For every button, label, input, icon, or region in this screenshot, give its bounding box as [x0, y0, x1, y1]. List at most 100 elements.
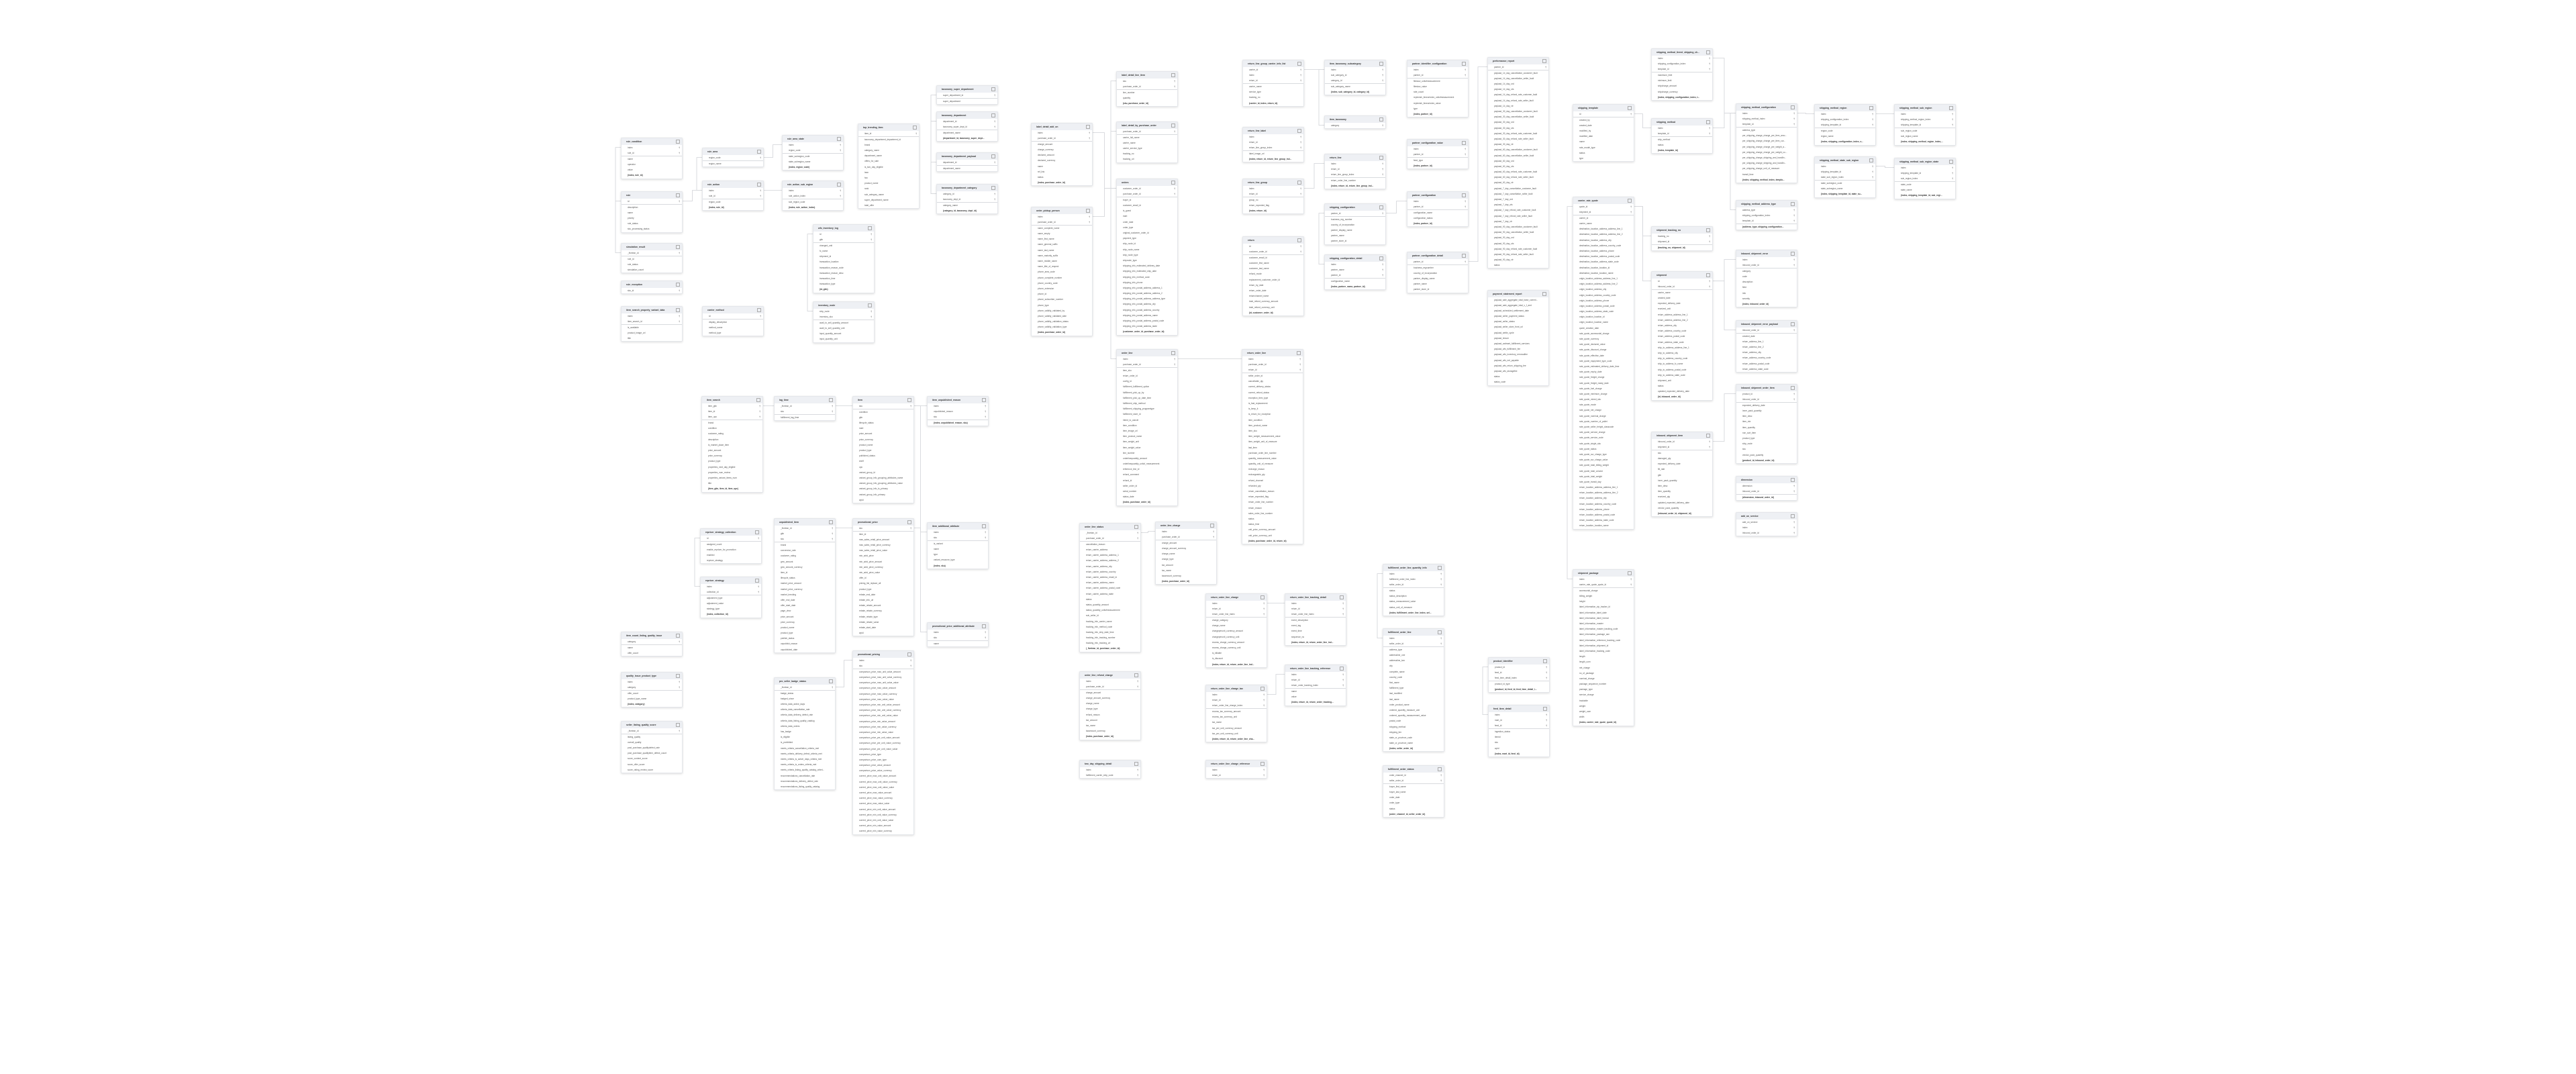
column-row[interactable]: rule_id† [622, 150, 682, 156]
column-row[interactable]: sub_seller_id [1080, 613, 1140, 618]
column-row[interactable]: rate_quote_discount_charge [1573, 347, 1634, 352]
column-row[interactable]: status_quantity_amount [1080, 602, 1140, 607]
column-row[interactable]: index† [622, 145, 682, 150]
column-row[interactable]: wpid [1489, 746, 1549, 751]
column-row[interactable]: payload_60_day_ord [1488, 158, 1548, 164]
column-row[interactable]: partner_id† [1407, 72, 1468, 78]
column-row[interactable]: name_last_name [1032, 248, 1092, 253]
column-row[interactable]: super_department_id† [937, 93, 997, 98]
column-row[interactable]: phone_validity_validated_by [1032, 308, 1092, 313]
column-row[interactable]: listing_quality [622, 733, 682, 740]
table-header[interactable]: shipping_method_tiered_shipping_ch... [1652, 49, 1712, 56]
column-row[interactable]: carrier_rate_quote_quote_id† [1573, 582, 1634, 587]
table-header[interactable]: return_order_line_tracking_detail [1285, 594, 1346, 601]
column-row[interactable]: mart [1117, 213, 1177, 219]
column-row[interactable]: declared_amount [1032, 152, 1092, 158]
column-row[interactable]: index† [1736, 525, 1797, 530]
column-row[interactable]: name [928, 546, 988, 552]
column-row[interactable]: rate_quote_fuel_charge [1573, 386, 1634, 391]
table-header[interactable]: item_taxonomy_subcategory [1325, 60, 1385, 67]
column-row[interactable]: shipping_template_id† [1895, 170, 1955, 176]
column-row[interactable]: payload_14_day_ord [1488, 81, 1548, 87]
column-row[interactable]: return_order_tracking_index† [1285, 683, 1346, 688]
column-row[interactable]: sku† [928, 635, 988, 640]
column-row[interactable]: _fivetran_id† [622, 250, 682, 256]
column-row[interactable]: chargeperunit_currency_amount [1206, 628, 1267, 634]
column-row[interactable]: item_weight_unit_of_measure [1242, 439, 1303, 444]
column-row[interactable]: badged_since [775, 696, 835, 701]
expand-table-icon[interactable] [1297, 180, 1301, 185]
column-row[interactable]: properties_next_day_eligible [702, 465, 762, 470]
column-row[interactable]: return_id† [1243, 78, 1303, 83]
column-row[interactable]: index† [622, 313, 682, 319]
column-row[interactable]: payload_14_day_cancellation_customer_fau… [1488, 69, 1548, 76]
table-header[interactable]: fulfillment_order_line_quantity_info [1383, 565, 1444, 571]
column-row[interactable]: region_code† [783, 148, 843, 153]
column-row[interactable]: fulfillment_shipping_programtype [1117, 406, 1177, 411]
column-row[interactable]: item_id [775, 570, 835, 575]
column-row[interactable]: ship_to_address_state_code [1652, 373, 1712, 378]
table-header[interactable]: partner_identifier_configuration [1407, 60, 1468, 67]
column-row[interactable]: is_prohibited [775, 740, 835, 745]
table-header[interactable]: shipping_method_configuration [1736, 104, 1797, 111]
column-row[interactable]: tracking_url [1117, 156, 1177, 162]
expand-table-icon[interactable] [907, 520, 911, 524]
table-header[interactable]: product_identifier [1489, 658, 1549, 665]
column-row[interactable]: carrier_service_type [1117, 146, 1177, 151]
column-row[interactable]: wpid [853, 630, 913, 636]
expand-table-icon[interactable] [755, 578, 759, 583]
column-row[interactable]: index† [1206, 767, 1267, 773]
column-row[interactable]: lifecycle_status [775, 575, 835, 581]
column-row[interactable]: last_name [1383, 697, 1444, 702]
column-row[interactable]: ship_node [1736, 441, 1797, 446]
column-row[interactable]: sku† [775, 536, 835, 542]
column-row[interactable]: rate_quote_declared_value [1573, 342, 1634, 347]
column-row[interactable]: length [1573, 654, 1634, 659]
column-row[interactable]: per_shipping_charge_charge_per_item_amo.… [1736, 133, 1797, 138]
column-row[interactable]: is_keep_it [1242, 406, 1303, 411]
column-row[interactable]: cancellable_qty [1242, 379, 1303, 384]
column-row[interactable]: last_modified [1383, 691, 1444, 696]
column-row[interactable]: origin_location_location_name [1573, 320, 1634, 325]
table-header[interactable]: shipping_configuration_detail [1325, 255, 1385, 262]
column-row[interactable]: destination_location_location_name [1573, 271, 1634, 276]
expand-table-icon[interactable] [1628, 571, 1632, 575]
column-row[interactable]: buyer_id [1117, 196, 1177, 203]
column-row[interactable]: customer_first_name [1243, 260, 1303, 266]
expand-table-icon[interactable] [1706, 433, 1710, 438]
column-row[interactable]: inbound_order_id† [1736, 262, 1797, 268]
column-row[interactable]: address_type [1383, 646, 1444, 652]
column-row[interactable]: inner_pack_quantity [1736, 408, 1797, 413]
column-row[interactable]: damaged_qty [1652, 456, 1712, 461]
column-row[interactable]: _fivetran_id† [775, 685, 835, 690]
column-row[interactable]: order_product_name [1383, 702, 1444, 707]
column-row[interactable]: return_location_address_address_line_1 [1573, 485, 1634, 490]
column-row[interactable]: comparison_price_value_currency [853, 768, 913, 773]
column-row[interactable]: inbound_order_id† [1652, 439, 1712, 444]
column-row[interactable]: brand [858, 142, 919, 148]
column-row[interactable]: comparison_price_min_value_currency [853, 724, 913, 730]
column-row[interactable]: rule_action_index† [783, 193, 843, 199]
column-row[interactable]: assigned_count [701, 540, 761, 547]
column-row[interactable]: index† [1407, 199, 1468, 204]
column-row[interactable]: department_name [937, 164, 997, 171]
column-row[interactable]: name_empty [1032, 231, 1092, 236]
column-row[interactable]: inbound_order_id† [1652, 284, 1712, 289]
column-row[interactable]: total_refund_currency_unit [1243, 305, 1303, 310]
column-row[interactable]: refunded_qty [1242, 483, 1303, 489]
column-row[interactable]: taxonomy_super_dept_id† [937, 124, 997, 130]
column-row[interactable]: index† [1815, 111, 1875, 117]
column-row[interactable]: index† [1325, 67, 1385, 72]
column-row[interactable]: fulfillment_pick_up_date_time [1117, 395, 1177, 401]
table-header[interactable]: wfs_inventory_log [813, 225, 874, 232]
column-row[interactable]: add_on_service† [1736, 520, 1797, 525]
column-row[interactable]: comparison_price_max_unit_value_value [853, 680, 913, 685]
expand-table-icon[interactable] [1791, 105, 1795, 109]
column-row[interactable]: index† [1080, 767, 1140, 773]
column-row[interactable]: rate_model_type [1573, 145, 1634, 150]
